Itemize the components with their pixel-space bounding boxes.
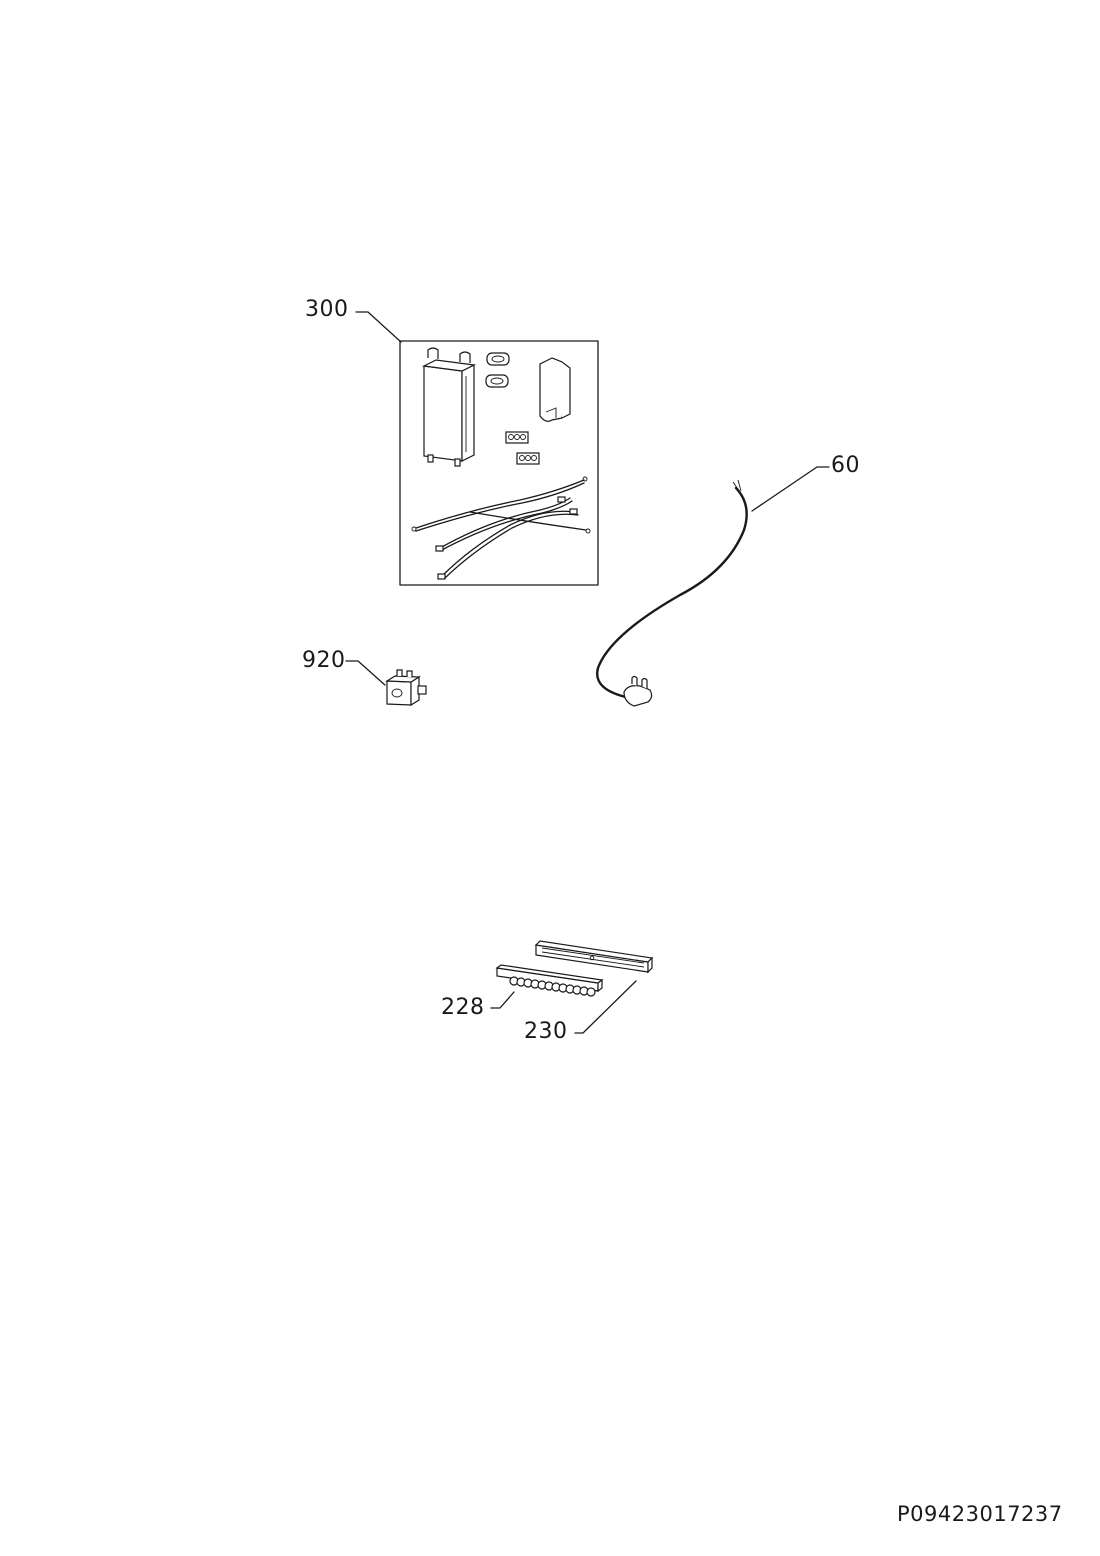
- callout-230: 230: [524, 1019, 568, 1044]
- part-228-knob-strip: [490, 964, 604, 1009]
- leader-230: [574, 980, 637, 1034]
- leader-920: [345, 660, 386, 686]
- leader-300: [355, 311, 402, 343]
- module-box: [421, 347, 477, 467]
- part-300-kit: [355, 311, 599, 586]
- plug-icon: [623, 675, 653, 707]
- part-230-panel: [534, 940, 654, 1034]
- callout-920: 920: [302, 648, 346, 673]
- kit-frame: [399, 340, 599, 586]
- wire-set: [411, 476, 591, 580]
- cover-box: [539, 357, 571, 422]
- callout-228: 228: [441, 995, 485, 1020]
- leader-228: [490, 991, 515, 1009]
- document-number: P09423017237: [897, 1502, 1063, 1526]
- callout-60: 60: [831, 453, 860, 478]
- callout-300: 300: [305, 297, 349, 322]
- knob-row: [509, 976, 596, 997]
- part-920-block: [345, 660, 427, 707]
- grommet-pair: [485, 352, 510, 388]
- part-60-mains-cable: [595, 466, 830, 707]
- terminal-blocks: [505, 431, 540, 465]
- leader-60: [751, 466, 830, 512]
